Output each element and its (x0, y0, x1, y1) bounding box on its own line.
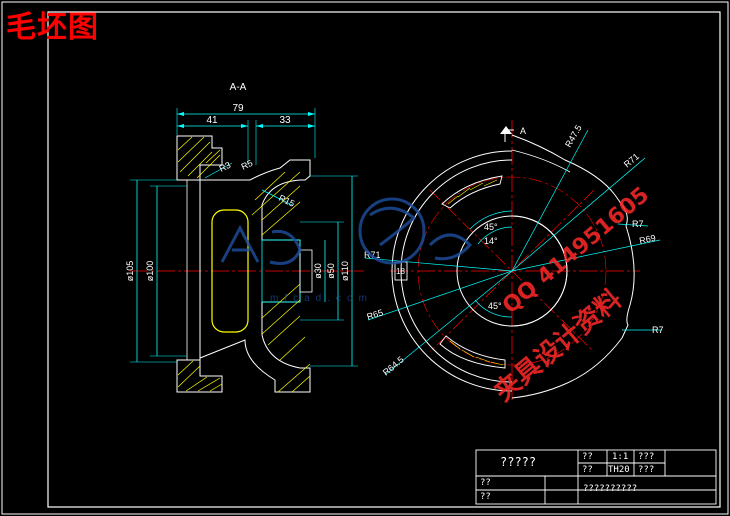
dim-r64-5: R64.5 (381, 354, 406, 377)
dim-d110: ø110 (340, 261, 350, 281)
dim-79: 79 (232, 103, 244, 114)
watermark-logo (220, 197, 473, 265)
dim-41: 41 (206, 115, 218, 126)
title-block-sheet-label: ??? (638, 452, 655, 462)
contour-detail (511, 149, 571, 173)
outer-contour-right (511, 134, 635, 399)
title-block-extra: ??? (638, 465, 655, 475)
title-block-part-name: ????? (500, 455, 537, 469)
leader (261, 189, 293, 206)
angle-arc-bottom (474, 299, 513, 318)
inner-border (47, 11, 721, 508)
title-block (475, 449, 717, 505)
dim-r65: R65 (366, 307, 385, 322)
hatch-flange-bottom (177, 360, 223, 392)
section-label: A-A (230, 82, 247, 93)
section-arrowhead (500, 126, 512, 134)
dim-r47-5: R47.5 (563, 123, 584, 149)
dim-angle-45-top: 45° (484, 222, 498, 232)
leader-r71b (364, 257, 513, 272)
body-window (211, 209, 249, 333)
angle-arc-mid (477, 226, 513, 245)
body-outline (199, 159, 311, 393)
outer-arc-left-inner (400, 159, 513, 383)
watermark-site: mfcad.com (270, 293, 373, 304)
dim-d105: ø105 (125, 261, 135, 282)
dim-d50: ø50 (326, 263, 336, 279)
leader-r69 (511, 239, 661, 272)
hatch-body (251, 171, 311, 393)
hub-step (299, 249, 313, 293)
dim-r5: R5 (240, 158, 255, 172)
arrow (308, 124, 315, 128)
arrow (177, 124, 184, 128)
title-block-material-label: ?? (582, 452, 593, 462)
arrow (241, 124, 248, 128)
leader-r71 (511, 157, 646, 272)
leader-r64-5 (384, 270, 513, 376)
view-marker: A (520, 126, 526, 136)
title-block-scale: 1:1 (612, 452, 629, 462)
leader (204, 162, 233, 179)
title-block-company: ?????????? (583, 484, 638, 494)
dim-r69: R69 (638, 233, 656, 246)
pitch-circle (417, 176, 607, 366)
leader-r7 (617, 223, 649, 227)
angle-arc-top (469, 210, 513, 230)
sheet-title: 毛坯图 (6, 10, 99, 45)
title-block-approval: ?? (480, 492, 491, 502)
flange-bottom (176, 359, 223, 393)
hub-arc (511, 215, 568, 327)
arrow (177, 112, 184, 116)
section-view: A-A 79 41 33 (125, 82, 365, 393)
flange-top (176, 135, 223, 181)
dim-d100: ø100 (145, 261, 155, 282)
dim-r7-top: R7 (632, 219, 644, 229)
dim-angle-45-bottom: 45° (488, 301, 502, 311)
hatch-flange-top (177, 136, 221, 179)
dim-r3: R3 (218, 160, 233, 174)
arrow (256, 124, 263, 128)
title-block-drawing-number: TH20 (608, 465, 630, 475)
leader-r47-5 (511, 129, 589, 272)
dim-d30: ø30 (313, 263, 323, 279)
slot-bottom (439, 335, 506, 369)
leader-r65 (367, 270, 513, 321)
dim-18: 18 (396, 267, 405, 276)
dim-33: 33 (279, 115, 291, 126)
hatch-slots (447, 179, 504, 366)
dim-r15: R15 (277, 193, 296, 209)
outer-arc-left (391, 150, 513, 392)
title-block-designer: ?? (582, 465, 593, 475)
dim-r7-bottom: R7 (652, 325, 664, 335)
arrow (308, 112, 315, 116)
slot-top (441, 175, 503, 209)
dim-r71-top: R71 (622, 151, 641, 169)
title-block-checker: ?? (480, 478, 491, 488)
dim-angle-14: 14° (484, 236, 498, 246)
